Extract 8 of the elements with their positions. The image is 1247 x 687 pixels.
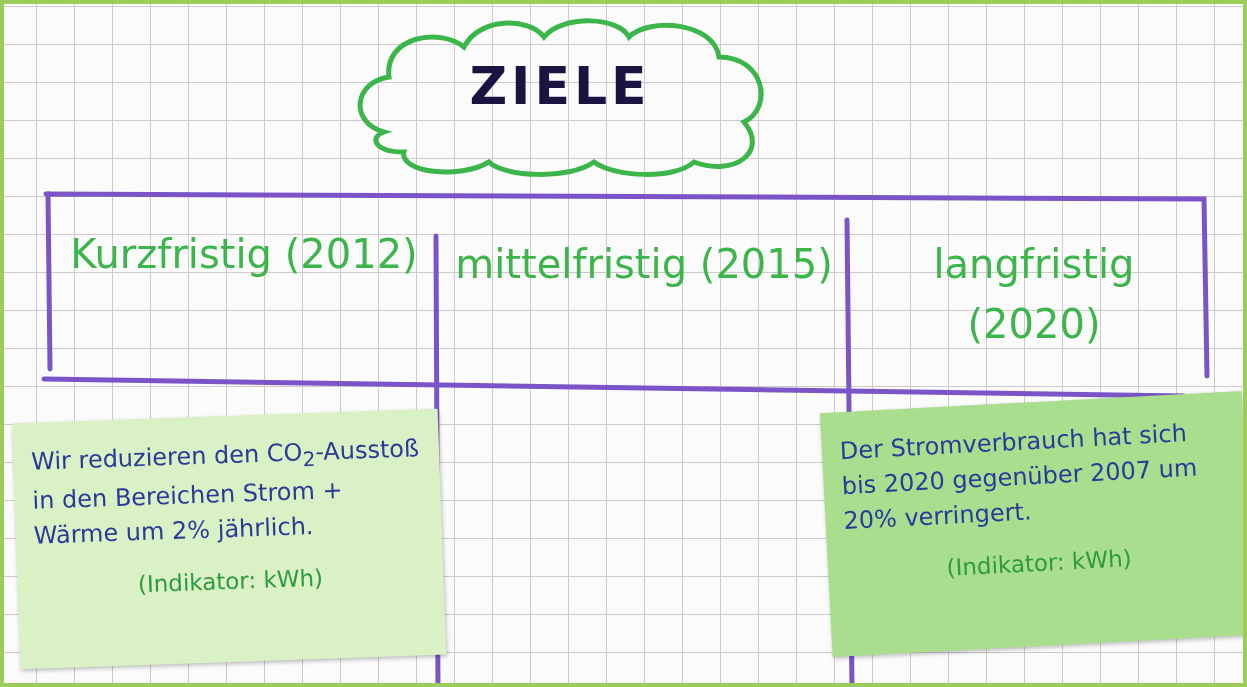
sticky-note	[11, 408, 447, 670]
column-heading: mittelfristig (2015)	[454, 240, 834, 289]
goal-text: Der Stromverbrauch hat sich bis 2020 gegenüber 2007 um 20% verringert.	[839, 418, 1199, 537]
column-heading: langfristig (2020)	[932, 240, 1136, 349]
column-heading: Kurzfristig (2012)	[69, 230, 419, 279]
indicator-text: (Indikator: kWh)	[136, 564, 325, 600]
indicator-text: (Indikator: kWh)	[944, 544, 1134, 584]
title-text: ZIELE	[468, 56, 652, 116]
